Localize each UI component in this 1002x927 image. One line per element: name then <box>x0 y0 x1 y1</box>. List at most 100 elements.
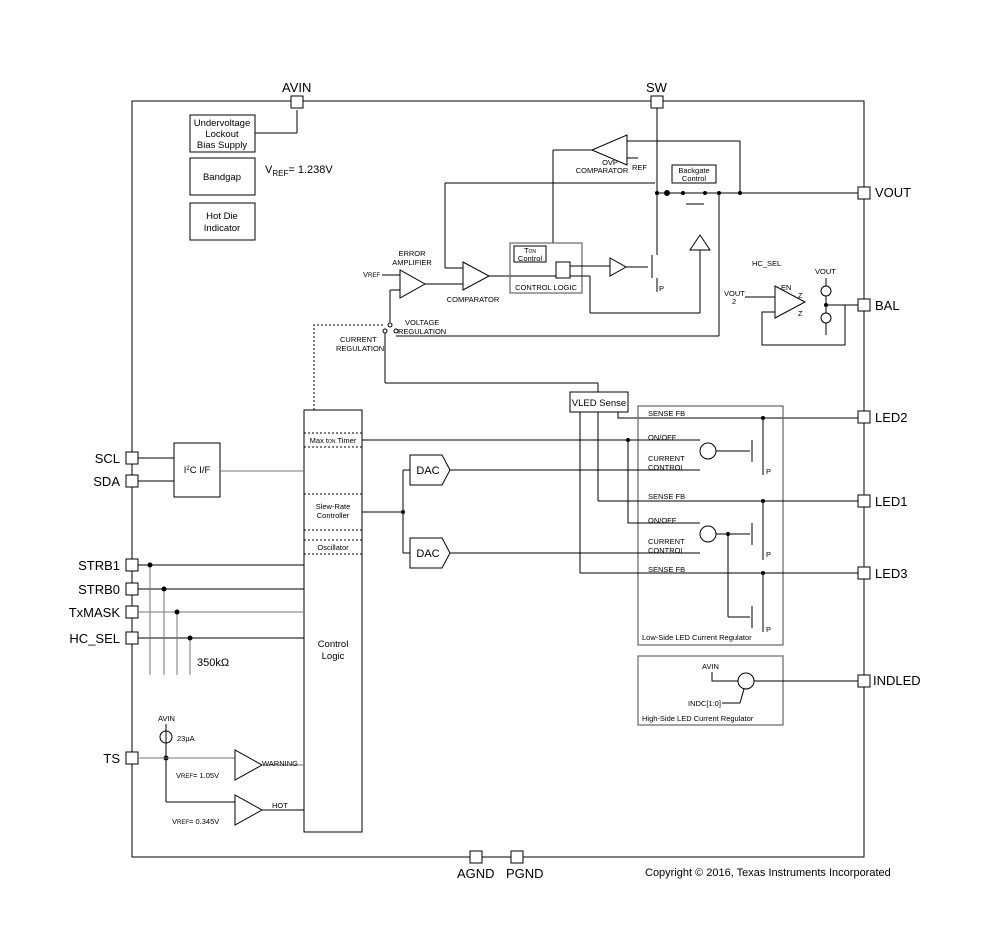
svg-text:SCL: SCL <box>95 451 120 466</box>
svg-text:SDA: SDA <box>93 474 120 489</box>
svg-text:Hot Die: Hot Die <box>206 211 238 222</box>
svg-text:VREF= 0.345V: VREF= 0.345V <box>172 817 219 826</box>
pin-agnd: AGND <box>457 850 495 881</box>
pin-vout: VOUT <box>857 185 911 200</box>
svg-text:VOUT: VOUT <box>724 289 745 298</box>
svg-text:HC_SEL: HC_SEL <box>69 631 120 646</box>
pin-bal: BAL <box>857 298 900 313</box>
svg-text:SW: SW <box>646 80 668 95</box>
thermal-sense: AVIN 23µA VREF= 1.05V WARNING VREF= 0.34… <box>138 714 304 826</box>
pin-avin: AVIN <box>255 80 311 134</box>
control-logic-block: Max tON Timer Slew-Rate Controller Oscil… <box>303 409 363 833</box>
pin-led1: LED1 <box>857 494 908 509</box>
svg-text:Low-Side LED Current Regulator: Low-Side LED Current Regulator <box>642 633 752 642</box>
svg-text:VOUT: VOUT <box>815 267 836 276</box>
svg-text:COMPARATOR: COMPARATOR <box>447 295 500 304</box>
vled-sense: VLED Sense <box>569 391 858 573</box>
pin-scl: SCL <box>95 451 139 466</box>
svg-text:AVIN: AVIN <box>702 662 719 671</box>
svg-text:Slew-Rate: Slew-Rate <box>316 502 351 511</box>
pin-ts: TS <box>103 751 139 766</box>
svg-text:Indicator: Indicator <box>204 223 240 234</box>
svg-text:350kΩ: 350kΩ <box>197 657 229 669</box>
svg-text:LED1: LED1 <box>875 494 908 509</box>
svg-text:Control: Control <box>318 639 349 650</box>
svg-text:REGULATION: REGULATION <box>398 327 446 336</box>
ovp-comparator: OVP COMPARATOR REF <box>552 134 741 243</box>
svg-text:LED2: LED2 <box>875 410 908 425</box>
svg-text:Lockout: Lockout <box>205 129 239 140</box>
pin-pgnd: PGND <box>506 850 544 881</box>
svg-text:Controller: Controller <box>317 511 350 520</box>
svg-text:ERROR: ERROR <box>398 249 426 258</box>
svg-text:VOLTAGE: VOLTAGE <box>405 318 439 327</box>
svg-text:TxMASK: TxMASK <box>69 605 121 620</box>
pin-hc-sel: HC_SEL <box>69 631 139 646</box>
dac-1: DAC <box>403 454 700 486</box>
svg-text:Max tON Timer: Max tON Timer <box>310 436 357 445</box>
svg-text:Z: Z <box>798 309 803 318</box>
pin-indled: INDLED <box>857 673 921 688</box>
pin-sw: SW <box>646 80 668 255</box>
svg-text:WARNING: WARNING <box>262 759 298 768</box>
error-amplifier: ERROR AMPLIFIER VREF <box>363 249 463 322</box>
svg-text:AGND: AGND <box>457 866 495 881</box>
svg-text:OVP: OVP <box>602 158 618 167</box>
gate-driver <box>609 257 628 277</box>
svg-text:SENSE FB: SENSE FB <box>648 565 685 574</box>
svg-text:23µA: 23µA <box>177 734 195 743</box>
regulation-switch: VOLTAGE REGULATION CURRENT REGULATION <box>313 318 719 410</box>
svg-text:2: 2 <box>732 297 736 306</box>
svg-text:INDC[1:0]: INDC[1:0] <box>688 699 721 708</box>
svg-text:ON/OFF: ON/OFF <box>648 433 677 442</box>
svg-text:CURRENT: CURRENT <box>340 335 377 344</box>
copyright: Copyright © 2016, Texas Instruments Inco… <box>645 867 891 879</box>
svg-text:INDLED: INDLED <box>873 673 921 688</box>
dac-2: DAC <box>403 537 700 569</box>
svg-text:VLED Sense: VLED Sense <box>572 398 626 409</box>
svg-text:TS: TS <box>103 751 120 766</box>
svg-text:DAC: DAC <box>416 548 439 560</box>
svg-text:HOT: HOT <box>272 801 288 810</box>
svg-text:STRB1: STRB1 <box>78 558 120 573</box>
svg-text:Bandgap: Bandgap <box>203 172 241 183</box>
hot-die-block: Hot Die Indicator <box>189 202 256 241</box>
svg-text:SENSE FB: SENSE FB <box>648 492 685 501</box>
svg-text:Logic: Logic <box>322 651 345 662</box>
control-logic-small: TON Control CONTROL LOGIC <box>509 242 610 313</box>
svg-text:P: P <box>659 284 664 293</box>
svg-text:Control: Control <box>518 254 543 263</box>
svg-text:ON/OFF: ON/OFF <box>648 516 677 525</box>
backgate-control: Backgate Control <box>671 164 717 184</box>
high-side-regulator: High-Side LED Current Regulator AVIN IND… <box>637 655 858 726</box>
svg-text:LED3: LED3 <box>875 566 908 581</box>
svg-text:Control: Control <box>682 174 707 183</box>
svg-text:SENSE FB: SENSE FB <box>648 409 685 418</box>
svg-text:P: P <box>766 550 771 559</box>
svg-text:CONTROL: CONTROL <box>648 463 685 472</box>
pin-strb0: STRB0 <box>78 582 139 597</box>
pin-strb1: STRB1 <box>78 558 139 573</box>
svg-text:P: P <box>766 467 771 476</box>
pin-led2: LED2 <box>857 410 908 425</box>
low-side-regulator: Low-Side LED Current Regulator SENSE FB … <box>580 405 858 646</box>
uvlo-block: Undervoltage Lockout Bias Supply <box>189 114 256 153</box>
svg-text:BAL: BAL <box>875 298 900 313</box>
svg-text:DAC: DAC <box>416 465 439 477</box>
svg-text:AVIN: AVIN <box>282 80 311 95</box>
svg-text:Bias Supply: Bias Supply <box>197 140 247 151</box>
svg-text:Z: Z <box>798 291 803 300</box>
svg-text:COMPARATOR: COMPARATOR <box>576 166 629 175</box>
balance-circuit: HC_SEL VOUT VOUT 2 EN Z Z <box>724 259 858 346</box>
svg-text:CURRENT: CURRENT <box>648 454 685 463</box>
svg-text:AMPLIFIER: AMPLIFIER <box>392 258 432 267</box>
svg-text:Backgate: Backgate <box>678 166 709 175</box>
svg-text:VREF= 1.05V: VREF= 1.05V <box>176 771 219 780</box>
svg-text:CONTROL LOGIC: CONTROL LOGIC <box>515 283 577 292</box>
pulldown-resistors: 350kΩ <box>138 562 304 675</box>
svg-text:VREF: VREF <box>363 270 380 279</box>
svg-text:VREF= 1.238V: VREF= 1.238V <box>265 164 333 178</box>
svg-text:P: P <box>766 625 771 634</box>
svg-text:HC_SEL: HC_SEL <box>752 259 781 268</box>
